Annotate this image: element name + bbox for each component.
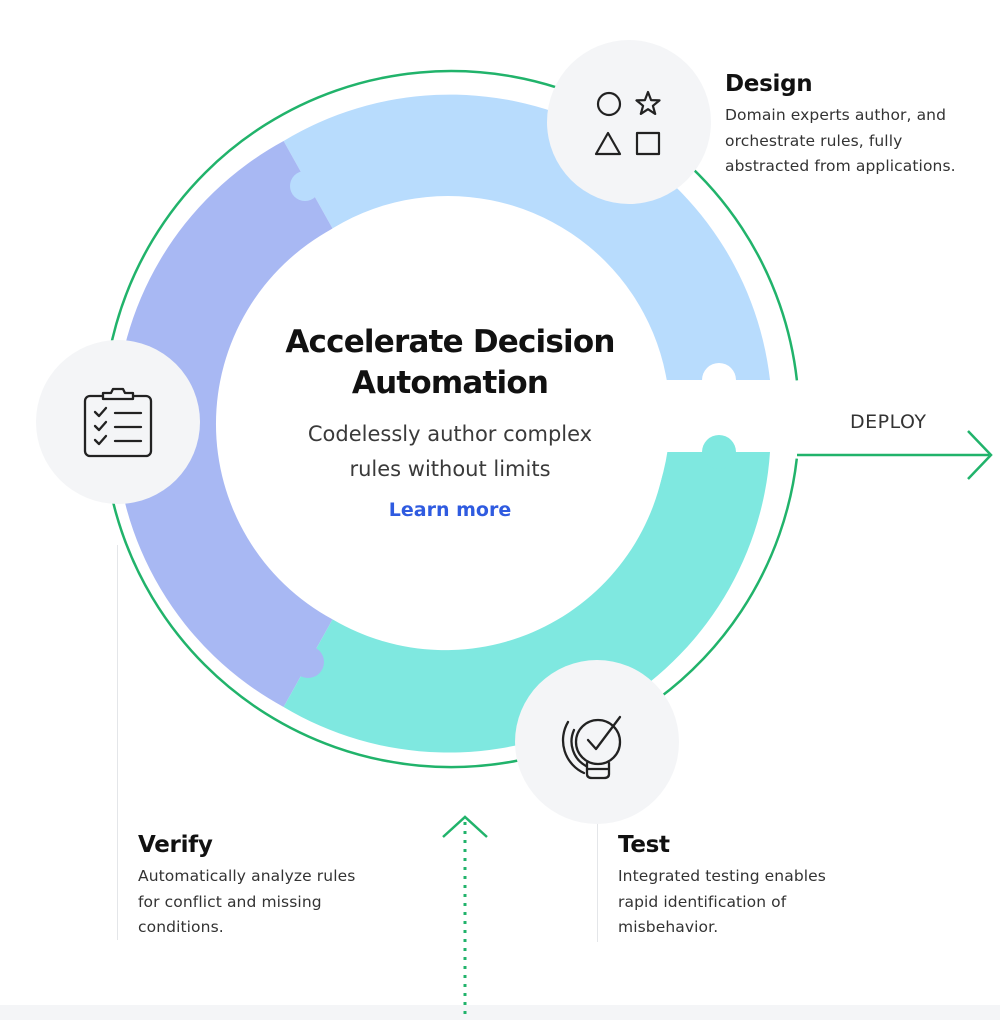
design-title: Design xyxy=(725,71,813,97)
verify-divider xyxy=(117,545,118,940)
design-desc-line-2: orchestrate rules, fully xyxy=(725,131,903,150)
center-subtitle-line-1: Codelessly author complex xyxy=(307,422,593,446)
center-title-line-2: Automation xyxy=(351,365,549,401)
verify-desc-line-1: Automatically analyze rules xyxy=(138,867,356,885)
verify-desc-line-3: conditions. xyxy=(138,918,224,936)
deploy-arrow-head xyxy=(967,430,993,480)
verify-desc-line-2: for conflict and missing xyxy=(138,892,322,911)
lightbulb-check-icon xyxy=(561,715,622,780)
design-puzzle-tab xyxy=(290,171,320,201)
test-icon-circle xyxy=(515,660,679,824)
verify-icon-circle xyxy=(36,340,200,504)
test-desc-line-1: Integrated testing enables xyxy=(618,867,826,885)
test-divider xyxy=(597,822,598,942)
design-desc-line-3: abstracted from applications. xyxy=(725,157,956,175)
feedback-arrow-head xyxy=(442,815,488,838)
design-desc-line-1: Domain experts author, and xyxy=(725,106,947,124)
test-desc-line-2: rapid identification of xyxy=(618,892,787,911)
clipboard-checklist-icon xyxy=(83,387,153,458)
design-description: Domain experts author, and orchestrate r… xyxy=(725,103,956,180)
design-icon-circle xyxy=(547,40,711,204)
test-description: Integrated testing enables rapid identif… xyxy=(618,864,826,941)
design-puzzle-notch xyxy=(702,363,736,397)
deploy-label: DEPLOY xyxy=(850,411,927,433)
test-desc-line-3: misbehavior. xyxy=(618,918,719,936)
verify-title: Verify xyxy=(138,832,213,858)
center-subtitle: Codelessly author complex rules without … xyxy=(270,417,630,487)
test-segment xyxy=(283,452,770,753)
test-title: Test xyxy=(618,832,670,858)
center-content: Accelerate Decision Automation Codelessl… xyxy=(270,322,630,521)
verify-description: Automatically analyze rules for conflict… xyxy=(138,864,355,941)
center-title: Accelerate Decision Automation xyxy=(270,322,630,404)
center-title-line-1: Accelerate Decision xyxy=(285,324,615,360)
verify-segment xyxy=(115,141,333,707)
center-subtitle-line-2: rules without limits xyxy=(349,457,551,481)
verify-puzzle-tab xyxy=(292,646,324,678)
center-disc xyxy=(226,196,670,640)
shapes-icon xyxy=(594,90,661,156)
bottom-band xyxy=(0,1005,1000,1020)
learn-more-link[interactable]: Learn more xyxy=(388,499,512,521)
test-puzzle-tab xyxy=(702,435,736,469)
